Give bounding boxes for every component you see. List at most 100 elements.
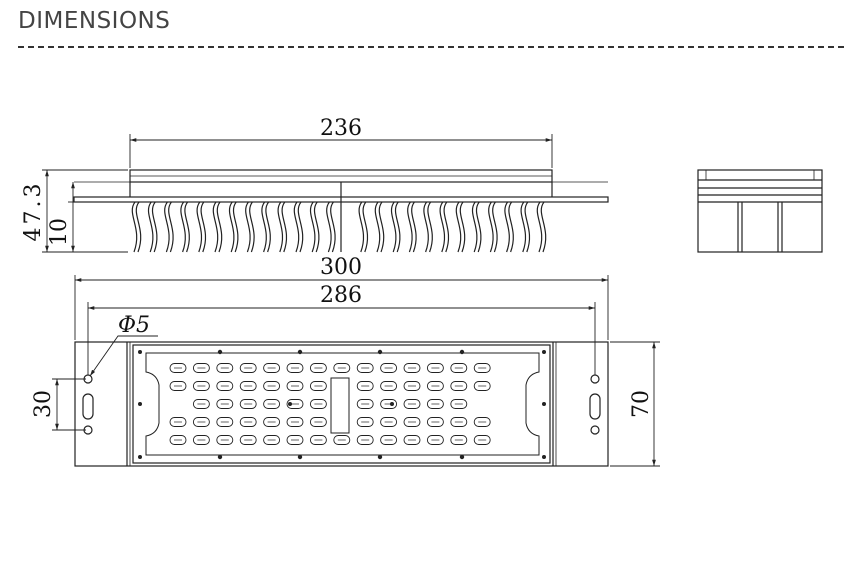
led-lens — [192, 363, 210, 373]
screw-dot — [459, 349, 465, 355]
led-lens — [192, 381, 210, 391]
led-lens — [356, 435, 374, 445]
fin-edge — [508, 201, 514, 253]
led-lens — [450, 417, 468, 427]
fin-edge — [135, 201, 142, 253]
led-lens — [286, 399, 304, 409]
led-lens — [263, 435, 281, 445]
screw-dot — [297, 349, 303, 355]
dashed-divider — [18, 46, 844, 48]
led-lens — [239, 435, 257, 445]
lens-outline — [145, 352, 540, 456]
fin-edge — [326, 201, 332, 253]
end-view — [697, 169, 823, 253]
led-lens — [309, 381, 327, 391]
fin-edge — [455, 201, 462, 253]
fin-edge — [131, 201, 138, 253]
center-connector — [330, 377, 350, 434]
fin-edge — [374, 201, 381, 253]
led-lens — [286, 381, 304, 391]
led-lens — [169, 363, 187, 373]
fin-edge — [228, 201, 235, 253]
screw-dot — [297, 454, 303, 460]
fin-edge — [394, 201, 401, 253]
led-lens — [356, 399, 374, 409]
led-lens — [216, 417, 234, 427]
led-lens — [356, 363, 374, 373]
fin-edge — [520, 201, 527, 253]
led-lens — [473, 417, 491, 427]
fin-edge — [168, 201, 174, 253]
fin-edge — [362, 201, 369, 253]
section-title: DIMENSIONS — [18, 8, 171, 34]
fin-edge — [232, 201, 239, 253]
fin-edge — [265, 201, 271, 253]
led-lens — [216, 381, 234, 391]
led-lens — [426, 399, 444, 409]
led-lens — [380, 363, 398, 373]
led-lens — [333, 363, 351, 373]
fin-edge — [536, 201, 543, 253]
fin-edge — [164, 201, 170, 253]
fin-edge — [297, 201, 304, 253]
mounting-hole-top-right — [590, 374, 600, 384]
led-lens — [309, 435, 327, 445]
screw-dot — [138, 350, 142, 354]
led-lens — [169, 417, 187, 427]
led-lens — [333, 435, 351, 445]
led-lens — [473, 363, 491, 373]
board-screws — [138, 349, 546, 460]
screw-dot — [459, 454, 465, 460]
fin-edge — [540, 201, 547, 253]
led-lens — [263, 363, 281, 373]
fin-edge — [423, 201, 429, 253]
led-lens — [426, 381, 444, 391]
fin-edge — [147, 201, 154, 253]
pcb-board — [132, 344, 551, 464]
led-lens — [239, 417, 257, 427]
led-lens — [286, 435, 304, 445]
led-lens — [169, 435, 187, 445]
led-lens — [403, 381, 421, 391]
screw-dot — [217, 349, 223, 355]
led-lens — [216, 435, 234, 445]
led-lens — [380, 381, 398, 391]
fin-edge — [261, 201, 267, 253]
fin-edge — [439, 201, 446, 253]
led-lens — [192, 435, 210, 445]
led-lens — [263, 399, 281, 409]
led-lens — [216, 363, 234, 373]
end-view-outline — [697, 169, 823, 253]
fin-edge — [196, 201, 203, 253]
screw-dot — [542, 350, 546, 354]
fin-edge — [407, 201, 413, 253]
fin-edge — [492, 201, 498, 253]
led-lens — [403, 363, 421, 373]
leader-line-hole — [89, 335, 158, 377]
dim-label-236: 236 — [320, 116, 362, 141]
dim-label-300: 300 — [320, 255, 362, 280]
fin-edge — [249, 201, 255, 253]
led-lens — [450, 399, 468, 409]
mounting-hole-bottom-right — [590, 425, 600, 435]
dim-label-diameter-5: Φ5 — [118, 313, 150, 338]
led-lens — [286, 363, 304, 373]
led-lens — [356, 417, 374, 427]
led-lens — [239, 381, 257, 391]
fin-edge — [443, 201, 450, 253]
led-lens — [450, 381, 468, 391]
fin-edge — [200, 201, 207, 253]
section-header: DIMENSIONS — [18, 6, 844, 50]
fin-edge — [427, 201, 433, 253]
led-lens — [450, 363, 468, 373]
fin-edge — [212, 201, 219, 253]
fin-edge — [313, 201, 320, 253]
fin-edge — [309, 201, 316, 253]
fin-edge — [459, 201, 466, 253]
led-lens — [192, 417, 210, 427]
led-lens — [309, 399, 327, 409]
fin-edge — [184, 201, 190, 253]
led-lens — [380, 399, 398, 409]
fin-edge — [281, 201, 288, 253]
